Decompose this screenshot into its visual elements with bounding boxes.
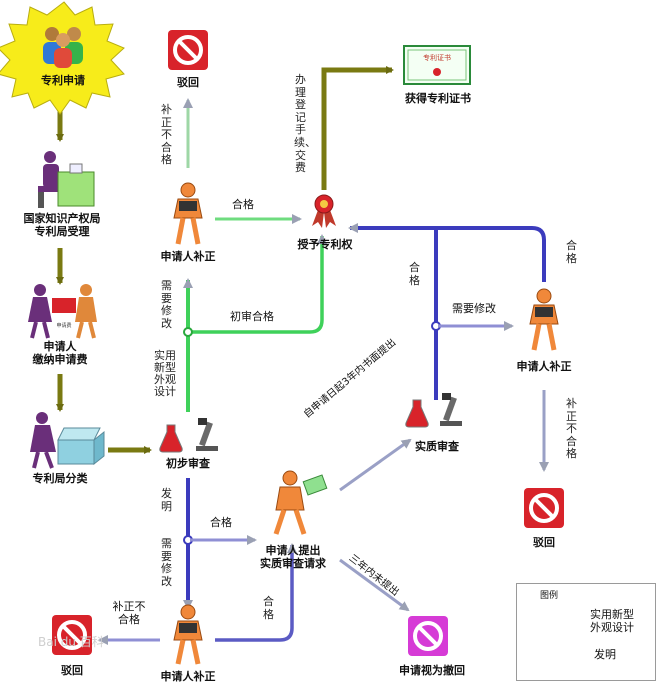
- node-reject-top: 驳回: [177, 76, 199, 89]
- withdrawn-icon: [408, 616, 448, 656]
- edge-register-fee: 办理登记手续、交费: [294, 73, 316, 175]
- node-grant: 授予专利权: [297, 238, 353, 251]
- fee-document-label: 申请费: [56, 322, 71, 329]
- person-correct-icon-bottom: [173, 604, 203, 665]
- node-deemed-withdrawn: 申请视为撤回: [399, 664, 465, 677]
- people-icon: [43, 27, 83, 68]
- node-patent-application: 专利申请: [41, 74, 85, 87]
- node-applicant-correct-top: 申请人补正: [160, 250, 216, 263]
- legend-blue-label: 发明: [594, 648, 616, 661]
- edge-qualified-far-right: 合格: [566, 239, 577, 265]
- node-certificate: 获得专利证书: [405, 92, 471, 105]
- edge-prelim-qualified: 初审合格: [230, 310, 274, 323]
- edge-correct-fail-top: 补正不合格: [161, 103, 172, 167]
- person-correct-icon-top: [173, 182, 203, 245]
- edge-qualified-mid: 合格: [210, 516, 232, 529]
- classify-box-icon: [30, 412, 105, 469]
- person-correct-icon-right: [529, 288, 559, 351]
- edge-invention: 发明: [161, 487, 172, 513]
- lab-microscope-icon-right: [405, 393, 462, 428]
- node-applicant-correct-bottom: 申请人补正: [160, 670, 216, 683]
- lab-microscope-icon: [159, 418, 218, 453]
- reject-icon-top: [168, 30, 208, 70]
- fee-payment-icon: [28, 284, 97, 339]
- edge-needs-revision-left: 需要修改: [161, 279, 172, 330]
- medal-ribbon-icon: [312, 194, 336, 228]
- reject-icon-bottom: [52, 615, 92, 655]
- edge-utility-design-col1: 实用新型外观设计: [154, 349, 176, 398]
- certificate-icon: [403, 45, 471, 85]
- legend: [516, 583, 656, 681]
- watermark: Bai du 百科: [38, 635, 104, 649]
- legend-title: 图例: [540, 591, 559, 601]
- node-pay-fee: 申请人 缴纳申请费: [32, 340, 88, 366]
- edge-needs-revision-bottom: 需要修改: [161, 537, 172, 588]
- legend-green-label: 实用新型 外观设计: [590, 608, 634, 634]
- edge-needs-revision-right: 需要修改: [452, 302, 496, 315]
- olive-flow: [56, 66, 394, 454]
- node-classify: 专利局分类: [32, 472, 88, 485]
- node-applicant-correct-right: 申请人补正: [516, 360, 572, 373]
- blue-flow: [98, 223, 549, 645]
- node-reject-right: 驳回: [533, 536, 555, 549]
- edge-correct-fail-right: 补正不合格: [566, 397, 577, 461]
- edge-qualified-right: 合格: [409, 261, 420, 287]
- person-request-icon: [273, 470, 328, 535]
- node-reject-bottom: 驳回: [61, 664, 83, 677]
- clerk-desk-icon: [38, 151, 95, 208]
- certificate-text: 专利证书: [423, 53, 451, 62]
- green-flow: [183, 98, 327, 412]
- node-cnipa-accept: 国家知识产权局 专利局受理: [23, 212, 101, 238]
- edge-correct-fail-bottom: 补正不合格: [112, 600, 146, 626]
- node-substantive-exam: 实质审查: [415, 440, 459, 453]
- edge-qualified-top: 合格: [232, 198, 254, 211]
- reject-icon-right: [524, 488, 564, 528]
- edge-qualified-bottom: 合格: [263, 595, 274, 621]
- node-prelim-exam: 初步审查: [166, 457, 210, 470]
- node-request-substantive: 申请人提出 实质审查请求: [260, 544, 326, 570]
